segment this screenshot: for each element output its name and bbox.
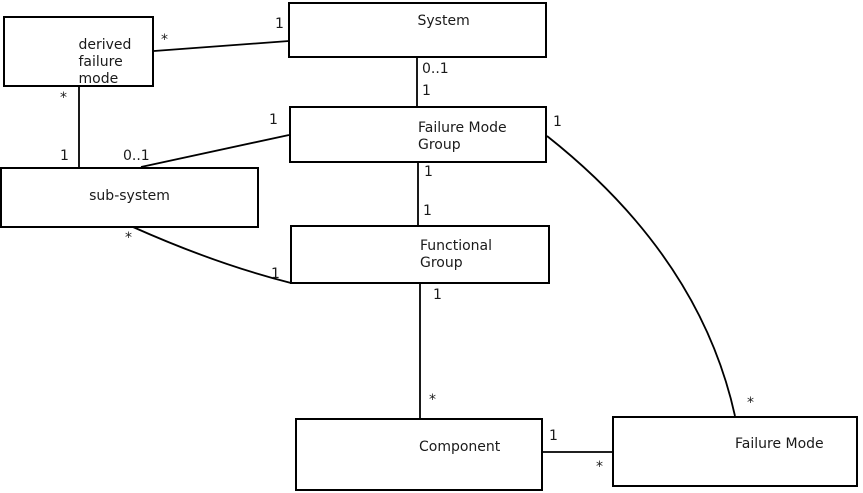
multiplicity-fg-end-of-fmg-link: 1	[423, 203, 432, 219]
multiplicity-fmg-end-of-system-link: 1	[422, 83, 431, 99]
multiplicity-system-end-of-fmg-link: 0..1	[422, 61, 449, 77]
multiplicity-fm-end-of-component-link: *	[596, 459, 603, 475]
entity-failure-mode-group: Failure Mode Group	[289, 106, 547, 163]
entity-derived-failure-mode-label: derived failure mode	[78, 37, 132, 87]
connector-failure-mode-group-sub-system	[140, 134, 290, 168]
connector-sub-system-functional-group	[132, 226, 292, 284]
multiplicity-subsystem-end-of-derived-link: 1	[60, 148, 69, 164]
entity-functional-group: Functional Group	[290, 225, 550, 284]
multiplicity-subsystem-end-of-fg-link: *	[125, 230, 132, 246]
multiplicity-system-end-of-derived-link: 1	[275, 16, 284, 32]
multiplicity-fmg-end-of-fg-link: 1	[424, 164, 433, 180]
multiplicity-component-end-of-fg-link: *	[429, 392, 436, 408]
entity-failure-mode-label: Failure Mode	[735, 436, 824, 452]
multiplicity-component-end-of-fm-link: 1	[549, 428, 558, 444]
connector-system-derived-failure-mode	[153, 40, 290, 52]
multiplicity-derived-end-of-subsystem-link: *	[60, 90, 67, 106]
entity-failure-mode: Failure Mode	[612, 416, 858, 487]
multiplicity-derived-end-of-system-link: *	[161, 32, 168, 48]
entity-system-label: System	[417, 13, 470, 29]
multiplicity-fmg-end-of-fm-link: 1	[553, 114, 562, 130]
entity-functional-group-label: Functional Group	[420, 238, 493, 271]
entity-derived-failure-mode: derived failure mode	[3, 16, 154, 87]
multiplicity-fmg-end-of-subsystem-link: 1	[269, 112, 278, 128]
entity-system: System	[288, 2, 547, 58]
multiplicity-fg-end-of-component-link: 1	[433, 287, 442, 303]
entity-sub-system: sub-system	[0, 167, 259, 228]
multiplicity-fm-end-of-fmg-link: *	[747, 395, 754, 411]
entity-sub-system-label: sub-system	[89, 188, 170, 204]
multiplicity-fg-end-of-subsystem-link: 1	[271, 266, 280, 282]
entity-component-label: Component	[419, 439, 501, 455]
multiplicity-subsystem-end-of-fmg-link: 0..1	[123, 148, 150, 164]
connector-failure-mode-group-failure-mode	[546, 135, 736, 417]
entity-failure-mode-group-label: Failure Mode Group	[418, 120, 507, 153]
entity-component: Component	[295, 418, 543, 491]
